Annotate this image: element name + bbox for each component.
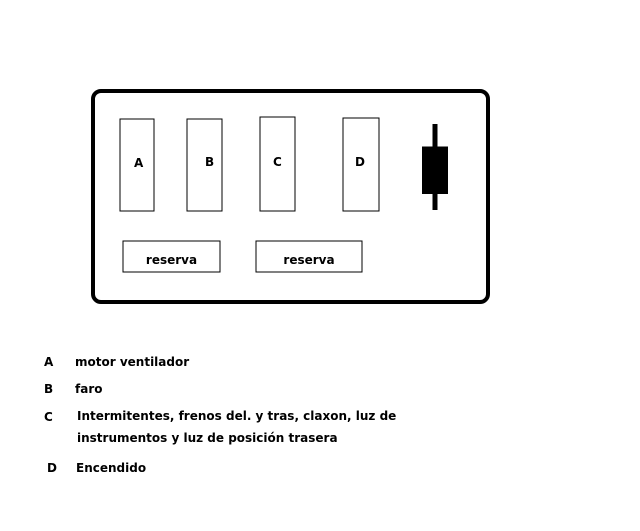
fuse-label-d: D [355,155,365,169]
fuse-slot-a [119,118,155,212]
fuse-label-c: C [273,155,282,169]
fuse-label-a: A [134,156,144,170]
legend-text-d: Encendido [76,461,147,475]
reserve-label-2: reserva [283,253,334,267]
fuse-slot-d [342,117,380,212]
legend-text-b: faro [75,382,103,396]
fuse-box-outline [91,89,490,304]
cylinder-fuse-icon [422,124,448,210]
reserve-label-1: reserva [146,253,197,267]
fuse-label-b: B [205,155,214,169]
legend-text-c: Intermitentes, frenos del. y tras, claxo… [77,409,397,423]
fuse-slot-c [259,116,296,212]
legend-key-d: D [47,461,57,475]
fuse-slot-b [186,118,223,212]
reserve-slot-1 [122,240,221,273]
legend-key-c: C [44,410,53,424]
legend-key-b: B [44,382,54,396]
legend-text-c-cont: instrumentos y luz de posición trasera [77,431,338,445]
legend-text-a: motor ventilador [75,355,190,369]
legend-key-a: A [44,355,54,369]
reserve-slot-2 [255,240,363,273]
